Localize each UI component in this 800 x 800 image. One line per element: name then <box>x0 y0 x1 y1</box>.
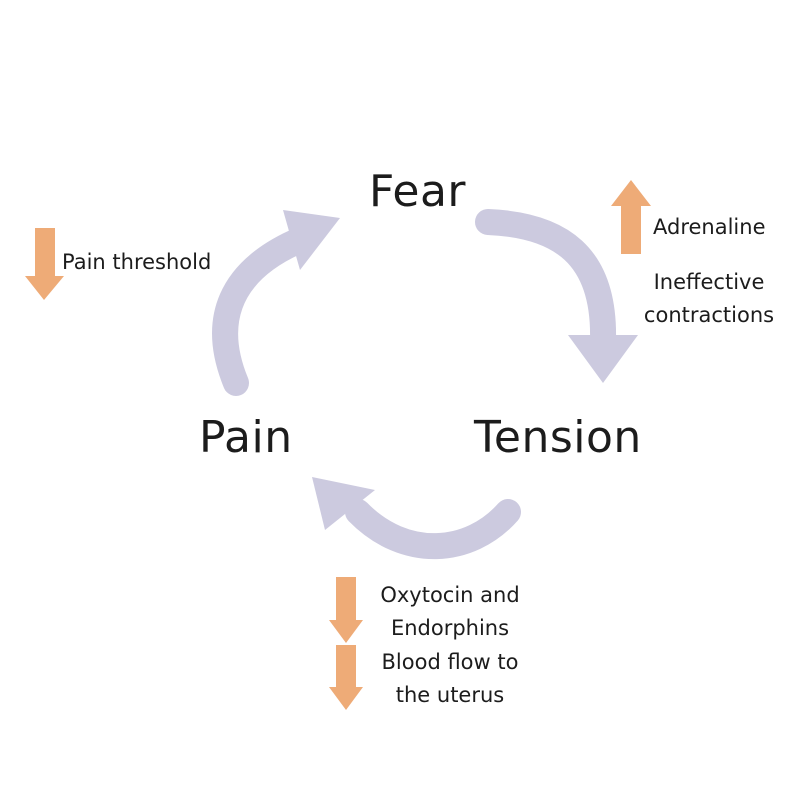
label-ineffective-contractions-line2: contractions <box>643 303 775 327</box>
up-arrow-icon <box>611 180 651 254</box>
label-oxytocin-endorphins: Oxytocin and Endorphins <box>365 579 535 645</box>
arrow-fear-to-tension <box>475 209 617 353</box>
label-pain-threshold: Pain threshold <box>62 250 212 274</box>
arrow-pain-to-fear <box>212 227 313 396</box>
node-fear: Fear <box>369 166 467 217</box>
down-arrow-icon <box>329 645 363 710</box>
arrowhead-fear <box>283 210 340 270</box>
down-arrow-icon <box>25 228 64 300</box>
node-pain: Pain <box>199 412 293 463</box>
label-adrenaline: Adrenaline <box>653 215 766 239</box>
node-tension: Tension <box>474 412 642 463</box>
label-ineffective-contractions-line1: Ineffective <box>653 270 765 294</box>
label-blood-flow-line2: the uterus <box>395 683 505 707</box>
label-oxytocin-endorphins-line1: Oxytocin and <box>380 583 520 607</box>
cycle-arrows <box>212 209 638 560</box>
indicator-arrows <box>25 180 651 710</box>
arrow-tension-to-pain <box>345 499 521 560</box>
label-blood-flow-line1: Blood flow to <box>381 650 519 674</box>
label-blood-flow: Blood flow to the uterus <box>362 646 538 712</box>
arrowhead-pain <box>312 477 375 530</box>
down-arrow-icon <box>329 577 363 643</box>
label-oxytocin-endorphins-line2: Endorphins <box>390 616 510 640</box>
label-ineffective-contractions: Ineffective contractions <box>626 266 792 332</box>
arrowhead-tension <box>568 335 638 383</box>
